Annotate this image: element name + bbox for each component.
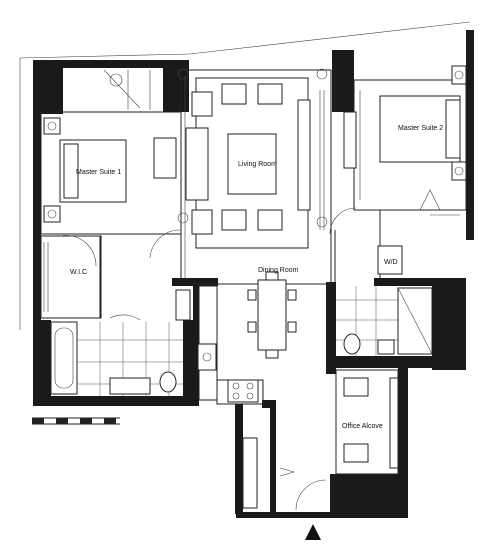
dresser-2	[343, 111, 357, 169]
office-alcove-furniture	[343, 377, 399, 469]
wall-column-top-left	[33, 62, 63, 114]
vanity-2	[377, 339, 395, 355]
wall-kitchen-top	[172, 278, 218, 286]
wall-top-left	[33, 60, 188, 68]
nightstand-2a	[451, 65, 467, 85]
entry-marker-icon	[305, 524, 321, 540]
bathroom-1	[50, 321, 183, 396]
wall-bath-bottom	[33, 396, 193, 406]
wall-bath-left	[33, 320, 51, 404]
sideboard	[175, 289, 191, 321]
wall-stub	[262, 400, 276, 408]
entry	[279, 467, 327, 540]
toilet-1	[159, 371, 177, 393]
wall-corridor-right	[270, 404, 276, 514]
label-master-suite-1: Master Suite 1	[76, 169, 121, 176]
closets	[43, 76, 460, 312]
kitchen	[109, 314, 259, 403]
kitchen-sink	[197, 343, 217, 371]
wall-corridor-left	[235, 404, 243, 514]
dining-furniture	[175, 271, 297, 359]
vanity-1	[109, 377, 151, 395]
label-living-room: Living Room	[238, 161, 277, 168]
dresser-1	[153, 137, 177, 179]
label-wd: W/D	[384, 259, 398, 266]
exterior-walls	[33, 30, 474, 518]
wall-right-upper	[466, 30, 474, 240]
wall-bath2-top	[374, 278, 466, 286]
wall-office-top	[326, 356, 436, 368]
office-desk	[343, 443, 369, 463]
nightstand-2b	[451, 161, 467, 181]
label-office-alcove: Office Alcove	[342, 423, 383, 430]
sofa	[185, 127, 209, 201]
wall-bath2-right	[432, 280, 466, 370]
label-dining-room: Dining Room	[258, 267, 299, 274]
bathroom-2	[336, 245, 433, 356]
wall-kitchen-left	[193, 286, 199, 406]
wall-column-top-mid	[163, 60, 189, 112]
wall-bath-right	[183, 320, 195, 404]
wall-column-top-right	[332, 50, 354, 112]
label-master-suite-2: Master Suite 2	[398, 125, 443, 132]
washer-dryer	[377, 245, 403, 275]
wall-office-left	[326, 282, 336, 374]
wall-left	[33, 112, 41, 320]
wall-entry-block	[330, 474, 408, 516]
master-suite-1-furniture	[43, 69, 177, 267]
wall-bottom	[236, 512, 408, 518]
master-suite-2-furniture	[343, 65, 467, 211]
coffee-table	[227, 133, 277, 195]
toilet-2	[343, 333, 361, 355]
living-room-furniture	[149, 68, 357, 259]
scale-bar	[32, 417, 120, 425]
media-console	[297, 99, 311, 211]
nightstand-1a	[43, 117, 61, 135]
label-wic: W.I.C	[70, 269, 87, 276]
dining-table	[257, 279, 287, 351]
nightstand-1b	[43, 205, 61, 223]
wall-office-right	[398, 366, 408, 516]
cooktop	[227, 379, 259, 403]
office-chair-top	[343, 377, 369, 397]
